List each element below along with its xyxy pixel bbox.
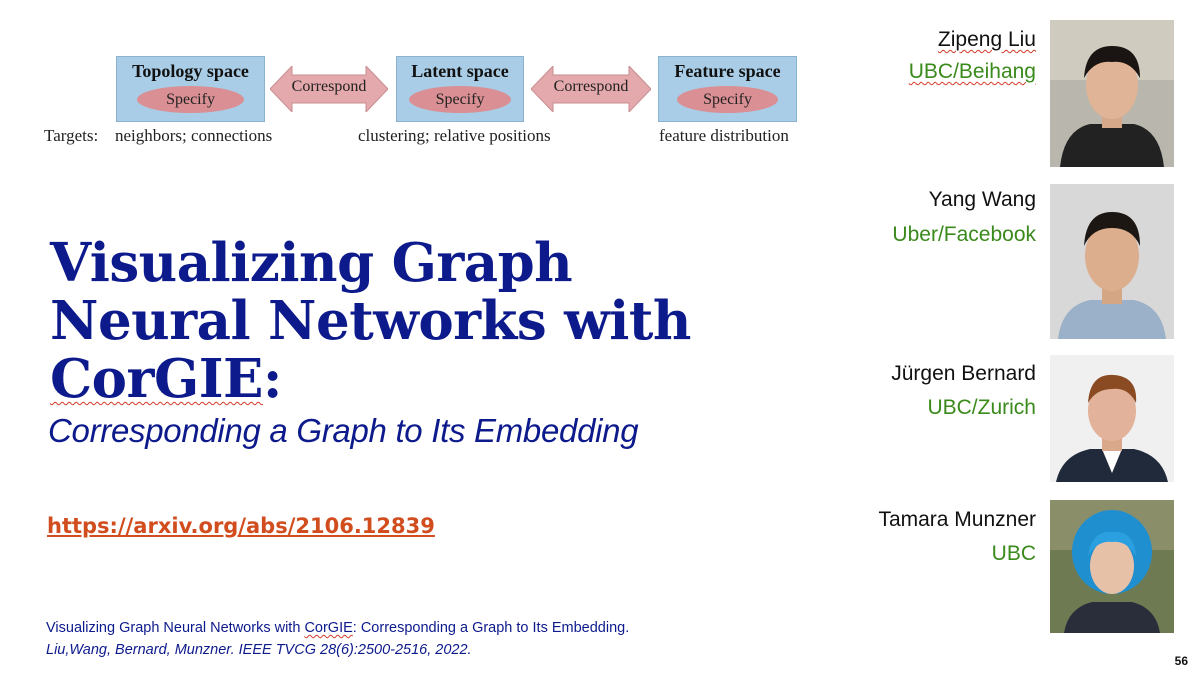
author-affiliation-liu: UBC/Beihang [908, 60, 1036, 83]
person-photo-icon [1050, 500, 1174, 633]
double-arrow-icon [270, 66, 388, 112]
slide-subtitle: Corresponding a Graph to Its Embedding [48, 412, 639, 449]
citation-line-2: Liu,Wang, Bernard, Munzner. IEEE TVCG 28… [46, 642, 472, 658]
author-name-wang: Yang Wang [928, 188, 1036, 211]
latent-space-title: Latent space [411, 61, 509, 81]
citation-prefix: Visualizing Graph Neural Networks with [46, 620, 305, 636]
author-name-munzner: Tamara Munzner [878, 508, 1036, 531]
title-colon: : [262, 348, 283, 410]
page-number: 56 [1174, 654, 1188, 668]
topology-specify-ellipse: Specify [137, 86, 244, 113]
author-affiliation-munzner: UBC [991, 542, 1036, 565]
target-feature: feature distribution [659, 126, 789, 145]
double-arrow-icon [531, 66, 651, 112]
target-latent: clustering; relative positions [358, 126, 551, 145]
person-photo-icon [1050, 20, 1174, 167]
author-affiliation-bernard: UBC/Zurich [927, 396, 1036, 419]
title-line-1: Visualizing Graph [50, 232, 573, 294]
author-photo-wang [1050, 184, 1174, 339]
correspond-arrow-left: Correspond [270, 66, 388, 112]
author-name-bernard: Jürgen Bernard [891, 362, 1036, 385]
feature-space-box: Feature space Specify [658, 56, 797, 122]
latent-specify-ellipse: Specify [409, 86, 511, 113]
citation-suffix: : Corresponding a Graph to Its Embedding… [352, 620, 630, 636]
topology-space-box: Topology space Specify [116, 56, 265, 122]
author-name-liu: Zipeng Liu [937, 28, 1036, 51]
latent-space-box: Latent space Specify [396, 56, 524, 122]
targets-label: Targets: [44, 126, 99, 145]
correspond-arrow-right: Correspond [531, 66, 651, 112]
author-affiliation-wang: Uber/Facebook [892, 223, 1036, 246]
arxiv-link[interactable]: https://arxiv.org/abs/2106.12839 [47, 514, 435, 538]
author-photo-munzner [1050, 500, 1174, 633]
feature-space-title: Feature space [674, 61, 781, 81]
person-photo-icon [1050, 355, 1174, 482]
topology-space-title: Topology space [132, 61, 249, 81]
person-photo-icon [1050, 184, 1174, 339]
correspond-label-left: Correspond [291, 78, 367, 95]
title-line-3: CorGIE: [50, 350, 790, 408]
author-photo-liu [1050, 20, 1174, 167]
title-corgie-word: CorGIE [50, 348, 263, 410]
target-topology: neighbors; connections [115, 126, 273, 145]
author-photo-bernard [1050, 355, 1174, 482]
title-line-2: Neural Networks with [50, 290, 691, 352]
feature-specify-ellipse: Specify [677, 86, 778, 113]
citation-line-1: Visualizing Graph Neural Networks with C… [46, 620, 629, 636]
correspond-label-right: Correspond [553, 78, 629, 95]
citation-corgie-word: CorGIE [304, 620, 353, 636]
slide-title: Visualizing Graph Neural Networks with C… [50, 234, 790, 408]
